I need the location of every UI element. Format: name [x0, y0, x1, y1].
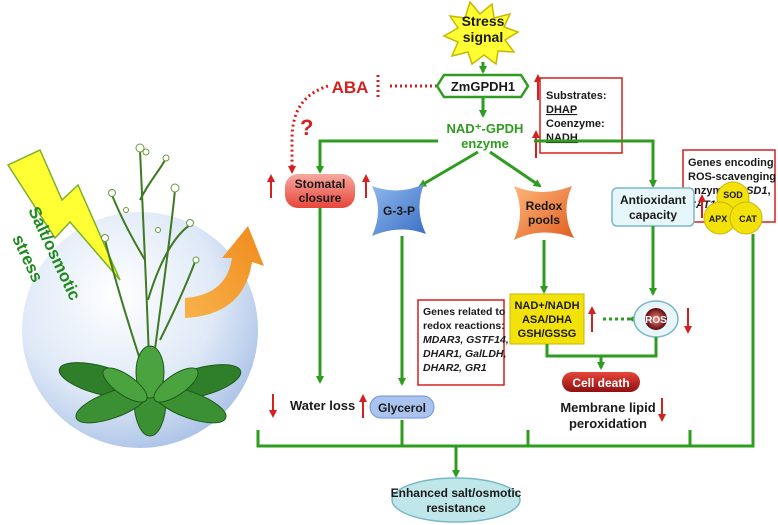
membrane-line1: Membrane lipid: [560, 400, 655, 415]
aba-label: ABA: [332, 78, 369, 97]
enzyme-sod: SOD: [723, 190, 743, 200]
redox-genes-line5: DHAR2, GR1: [423, 362, 487, 374]
redox-pairs-line1: NAD+/NADH: [514, 300, 579, 312]
redox-pairs-line3: GSH/GSSG: [518, 328, 577, 340]
ros-core: [645, 308, 667, 330]
redox-pools-node: [514, 186, 574, 240]
ros-label: ROS: [645, 315, 667, 326]
aba-to-stomata-dotted: [288, 84, 329, 174]
ros-genes-line3-suffix: ,: [767, 185, 770, 197]
branch-lines: [316, 139, 657, 188]
stomatal-line1: Stomatal: [295, 177, 346, 191]
redox-genes-line2: redox reactions:: [423, 320, 505, 332]
plant-rosette: [58, 345, 242, 437]
redox-genes-line1: Genes related to: [423, 306, 505, 318]
stress-signal-line1: Stress: [462, 13, 505, 29]
redox-line2: pools: [528, 213, 560, 227]
stomatal-closure-node: [285, 174, 355, 208]
glycerol-node: [369, 395, 435, 419]
redox-pairs-box: [509, 293, 585, 345]
ros-genes-line2: ROS-scavenging: [688, 171, 776, 183]
antioxidant-line1: Antioxidant: [620, 193, 686, 207]
antioxidant-line2: capacity: [629, 208, 677, 222]
water-loss-label: Water loss: [290, 398, 355, 413]
plant-illustration: Salt/osmotic stress: [6, 143, 264, 448]
gene-hexagon: [435, 73, 530, 99]
redox-genes-box: [417, 299, 505, 386]
enzyme-line2: enzyme: [461, 136, 509, 151]
cell-death-label: Cell death: [572, 376, 629, 390]
cell-death-node: [562, 372, 640, 392]
result-line1: Enhanced salt/osmotic: [391, 486, 522, 500]
aba-question-mark: ?: [300, 115, 313, 140]
result-line2: resistance: [426, 501, 486, 515]
substrates-line3: Coenzyme:: [546, 118, 605, 130]
g3p-label: G-3-P: [383, 204, 415, 218]
substrates-line2: DHAP: [546, 104, 577, 116]
redox-genes-line3: MDAR3, GSTF14,: [423, 334, 509, 346]
bottom-bus: [256, 234, 755, 478]
enzyme-cluster: SOD APX CAT: [703, 181, 763, 235]
enzyme-cat: CAT: [739, 214, 757, 224]
enzyme-apx: APX: [709, 214, 728, 224]
substrates-line1: Substrates:: [546, 90, 607, 102]
redox-pairs-line2: ASA/DHA: [522, 314, 572, 326]
stomatal-line2: closure: [299, 191, 342, 205]
stress-signal-starburst: [442, 0, 520, 66]
redox-line1: Redox: [526, 199, 563, 213]
lightning-icon: [6, 148, 121, 281]
result-node: [391, 477, 521, 523]
orange-curved-arrow: [185, 226, 264, 318]
membrane-line2: peroxidation: [569, 416, 647, 431]
enzyme-line1: NAD⁺-GPDH: [447, 121, 524, 136]
ros-genes-line1: Genes encoding: [688, 157, 774, 169]
g3p-node: [372, 184, 426, 236]
gene-label: ZmGPDH1: [451, 79, 515, 94]
redox-genes-line4: DHAR1, GalLDH,: [423, 348, 507, 360]
plant-flowers: [101, 143, 200, 264]
stress-signal-line2: signal: [463, 29, 503, 45]
glycerol-label: Glycerol: [378, 401, 426, 415]
